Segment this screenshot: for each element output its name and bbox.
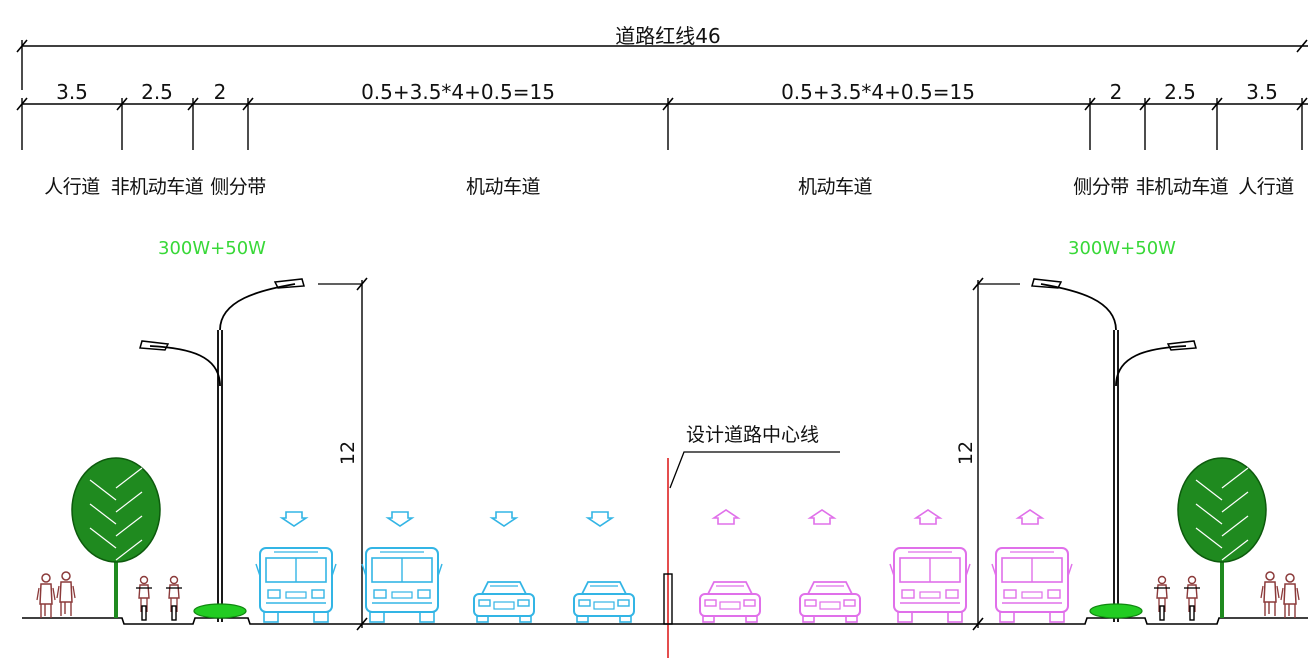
car-icon — [799, 581, 861, 623]
pedestrian-icon — [36, 573, 56, 619]
zone-bike-lane-left: 非机动车道 — [110, 176, 204, 198]
tree-icon — [71, 457, 161, 618]
bus-icon — [255, 547, 337, 623]
bus-icon — [361, 547, 443, 623]
pedestrian-icon — [1280, 573, 1300, 619]
zone-sidewalk-left: 人行道 — [44, 176, 100, 198]
direction-arrow-icon — [915, 509, 941, 525]
tree-icon — [1177, 457, 1267, 618]
cyclist-icon — [165, 575, 183, 621]
car-icon — [573, 581, 635, 623]
centerline-leader — [669, 451, 840, 489]
direction-arrow-icon — [713, 509, 739, 525]
bus-icon — [991, 547, 1073, 623]
pole-height-right: 12 — [955, 440, 978, 466]
pedestrian-icon — [56, 571, 76, 617]
centerline-label: 设计道路中心线 — [686, 424, 820, 446]
pole-height-left: 12 — [337, 440, 360, 466]
dim-motor-lanes-left: 0.5+3.5*4+0.5=15 — [361, 80, 555, 104]
dim-side-divider-right: 2 — [1109, 80, 1123, 104]
dim-sidewalk-left: 3.5 — [56, 80, 88, 104]
lamp-spec-right: 300W+50W — [1068, 238, 1176, 259]
shrub-icon — [1089, 603, 1143, 619]
zone-motor-lanes-left: 机动车道 — [465, 176, 541, 198]
street-lamp-icon — [1031, 278, 1197, 622]
direction-arrow-icon — [1017, 509, 1043, 525]
cyclist-icon — [1183, 575, 1201, 621]
zone-bike-lane-right: 非机动车道 — [1135, 176, 1229, 198]
dim-motor-lanes-right: 0.5+3.5*4+0.5=15 — [781, 80, 975, 104]
pedestrian-icon — [1260, 571, 1280, 617]
zone-sidewalk-right: 人行道 — [1238, 176, 1294, 198]
bus-icon — [889, 547, 971, 623]
lamp-spec-left: 300W+50W — [158, 238, 266, 259]
dim-sidewalk-right: 3.5 — [1246, 80, 1278, 104]
direction-arrow-icon — [281, 511, 307, 527]
street-lamp-icon — [139, 278, 305, 622]
shrub-icon — [193, 603, 247, 619]
dim-bike-lane-left: 2.5 — [141, 80, 173, 104]
car-icon — [473, 581, 535, 623]
dim-bike-lane-right: 2.5 — [1164, 80, 1196, 104]
zone-side-divider-left: 侧分带 — [210, 176, 266, 198]
ground-profile-line — [22, 617, 1308, 625]
direction-arrow-icon — [587, 511, 613, 527]
direction-arrow-icon — [809, 509, 835, 525]
dim-side-divider-left: 2 — [213, 80, 227, 104]
zone-side-divider-right: 侧分带 — [1073, 176, 1129, 198]
zone-motor-lanes-right: 机动车道 — [797, 176, 873, 198]
median-post — [663, 573, 673, 625]
direction-arrow-icon — [491, 511, 517, 527]
red-line-width-label: 道路红线46 — [615, 24, 721, 48]
direction-arrow-icon — [387, 511, 413, 527]
cyclist-icon — [135, 575, 153, 621]
car-icon — [699, 581, 761, 623]
cyclist-icon — [1153, 575, 1171, 621]
